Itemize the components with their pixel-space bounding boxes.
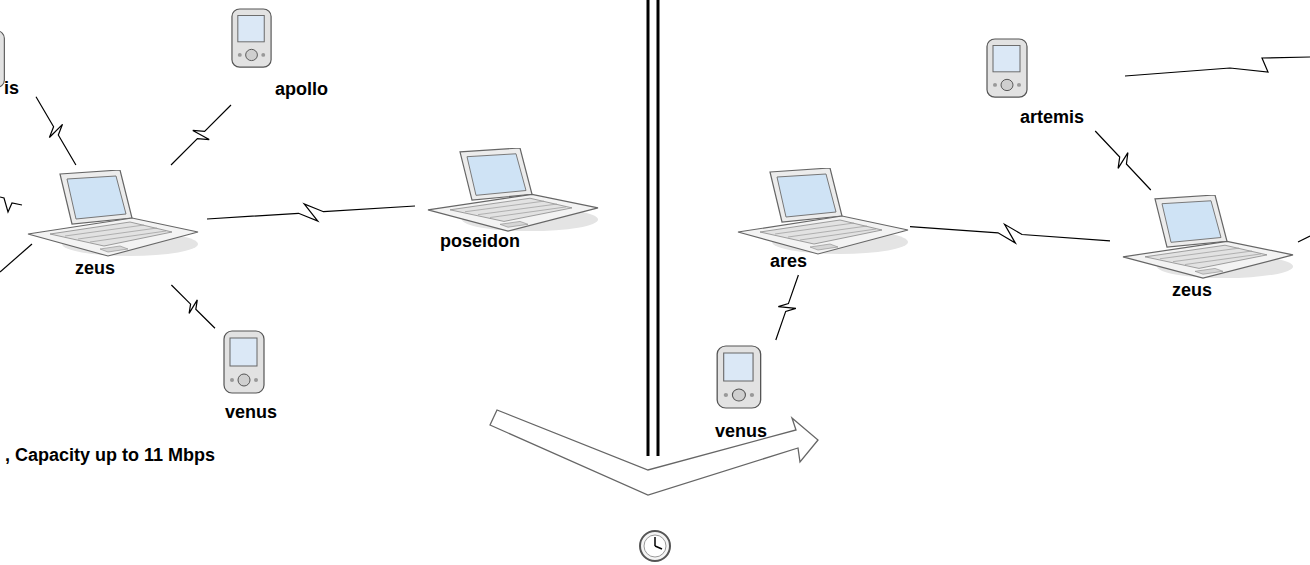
laptop-node: zeus (15, 165, 207, 285)
pda-node: apollo (225, 5, 337, 105)
laptop-node: poseidon (415, 145, 607, 255)
device-name: is (4, 78, 19, 98)
pda-node: venus (710, 340, 805, 445)
device-name: zeus (75, 258, 115, 278)
clock-hand (654, 537, 656, 546)
wireless-link (1095, 131, 1151, 190)
wireless-link (171, 105, 231, 165)
laptop-node: zeus (1110, 190, 1300, 305)
time-arrow (490, 410, 818, 495)
divider-line (657, 0, 660, 456)
pda-node: venus (215, 325, 310, 426)
clock-hand (655, 546, 662, 549)
wireless-link (207, 204, 415, 221)
wireless-link (36, 97, 76, 165)
laptop-icon (420, 148, 600, 233)
laptop-icon (730, 168, 910, 256)
divider-line (647, 0, 650, 456)
pda-icon (985, 38, 1031, 100)
note-label: , Capacity up to 11 Mbps (5, 444, 215, 466)
clock-face (644, 535, 666, 557)
wireless-link (910, 224, 1110, 243)
laptop-node: ares (725, 165, 910, 275)
link-stub (1125, 57, 1310, 76)
laptop-icon (1115, 195, 1295, 280)
pda-icon (222, 330, 268, 396)
device-name: venus (715, 421, 767, 441)
clock-icon (640, 531, 670, 561)
device-name: venus (225, 402, 277, 422)
device-name: poseidon (440, 231, 520, 251)
wireless-link (776, 275, 799, 340)
pda-icon (715, 345, 765, 411)
pda-icon (230, 8, 275, 70)
wireless-link (171, 285, 215, 328)
device-name: artemis (1020, 107, 1084, 127)
link-stub (0, 244, 32, 272)
link-stub (0, 197, 22, 212)
pda-node: is (0, 30, 36, 102)
pda-node: artemis (980, 35, 1120, 131)
device-name: ares (770, 251, 807, 271)
link-stub (1298, 236, 1310, 242)
device-name: zeus (1172, 280, 1212, 300)
device-name: apollo (275, 79, 328, 99)
laptop-icon (20, 170, 200, 258)
